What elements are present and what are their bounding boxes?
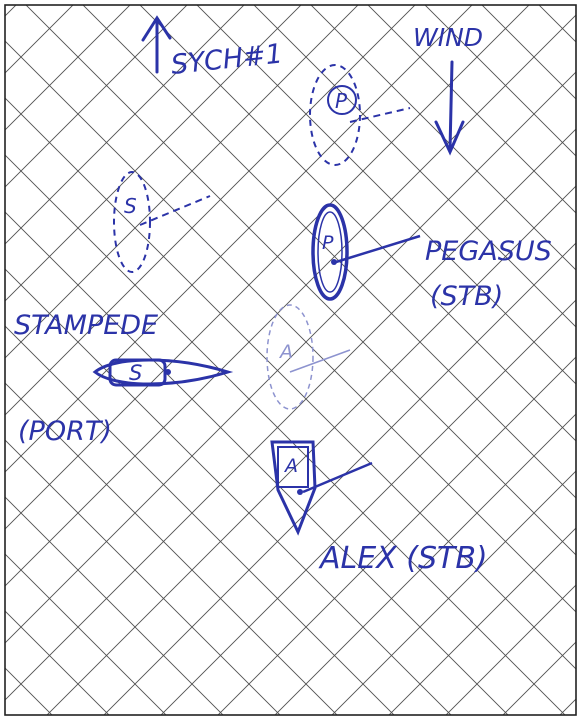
wind-label: WIND bbox=[413, 23, 483, 52]
pegasus-ghost-letter: P bbox=[335, 89, 348, 113]
pegasus-ghost-boat: P bbox=[310, 65, 410, 165]
stampede-tack-label: (PORT) bbox=[18, 416, 112, 447]
alex-label: ALEX (STB) bbox=[318, 541, 488, 576]
stampede-label: STAMPEDE bbox=[14, 310, 158, 341]
pegasus-letter: P bbox=[322, 232, 334, 254]
stampede-letter: S bbox=[129, 361, 142, 385]
stampede-ghost-letter: S bbox=[124, 194, 137, 218]
alex-ghost-letter: A bbox=[278, 341, 293, 363]
alex-ghost-boat: A bbox=[267, 305, 350, 409]
alex-letter: A bbox=[283, 455, 298, 477]
pegasus-label: PEGASUS bbox=[425, 236, 552, 267]
pegasus-tack-label: (STB) bbox=[430, 281, 503, 312]
pegasus-boat: P bbox=[313, 205, 420, 299]
